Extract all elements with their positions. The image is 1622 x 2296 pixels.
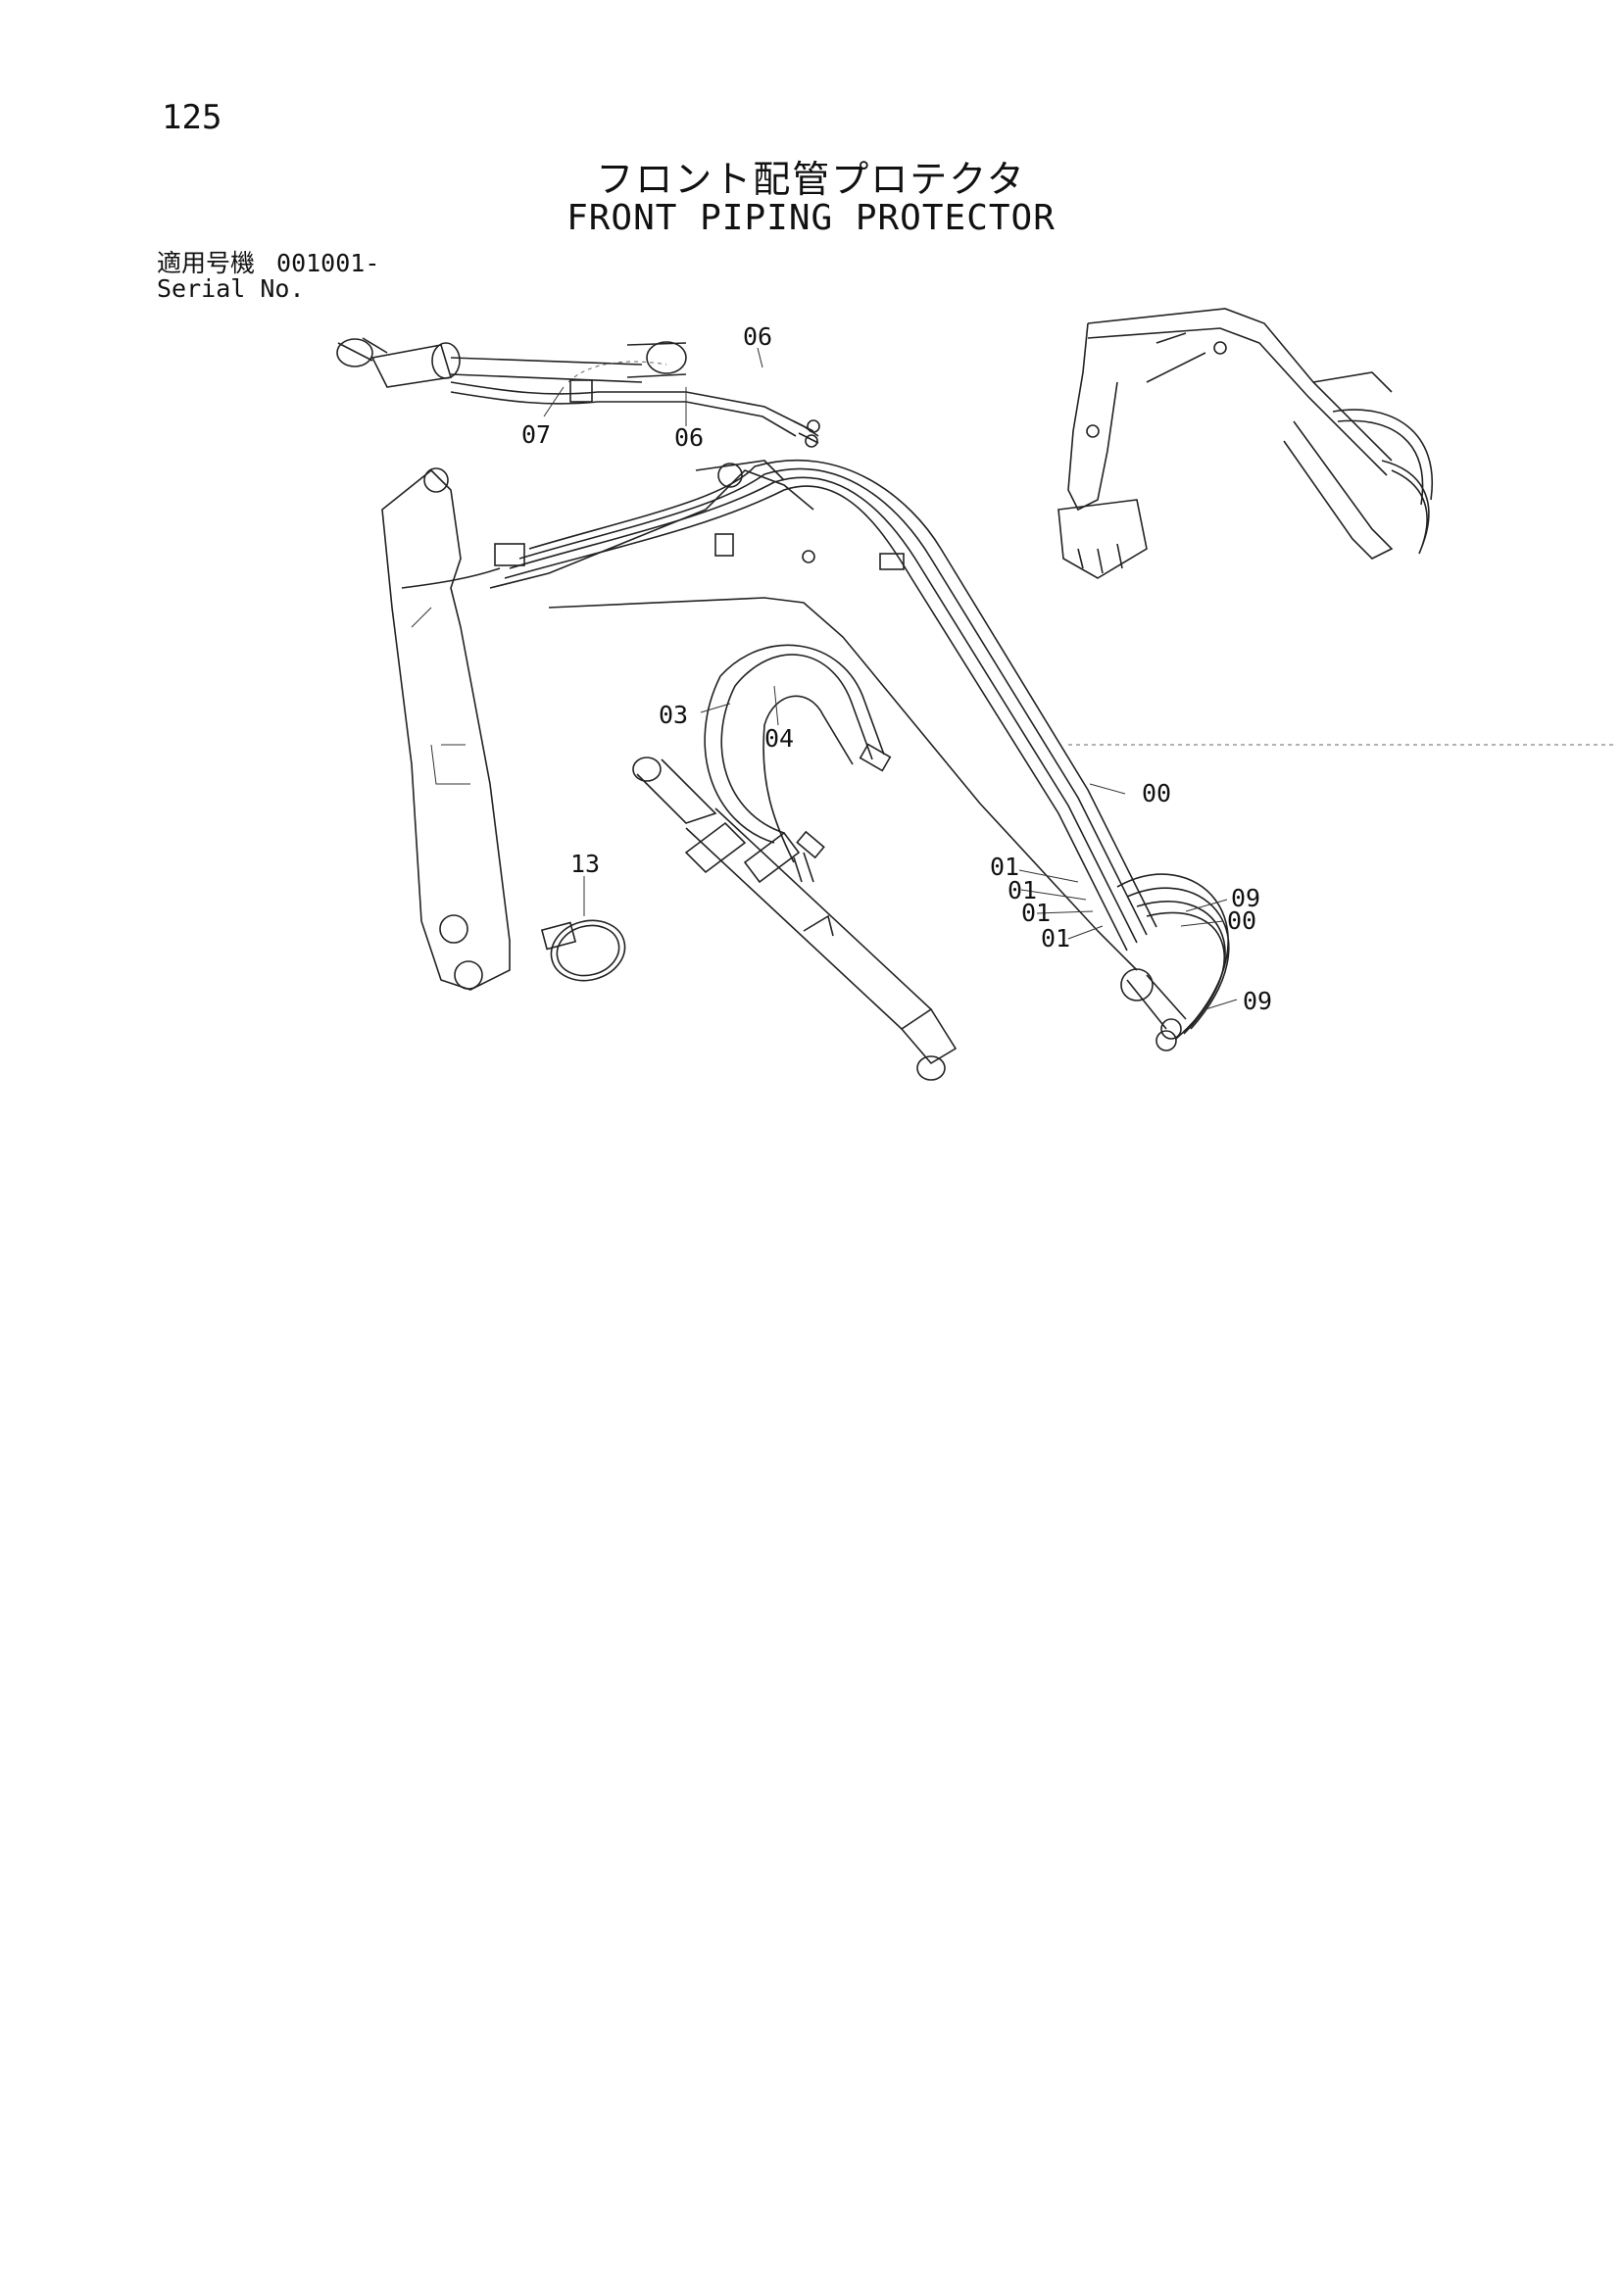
page-title-japanese: フロント配管プロテクタ [596,158,1026,201]
callout-04: 04 [764,724,794,753]
page-number: 125 [162,98,222,137]
callout-01d: 01 [1041,924,1070,953]
boom [381,467,511,991]
callout-00b: 00 [1227,906,1256,935]
pipe-assembly-top [336,337,820,448]
callout-07: 07 [521,420,551,449]
excavator-thumbnail [1057,308,1434,579]
page-title-english: FRONT PIPING PROTECTOR [566,198,1056,238]
hydraulic-cylinder [632,757,958,1081]
serial-label-english: Serial No. [157,274,305,303]
callouts: 06 07 06 03 04 13 00 01 01 01 01 09 00 0… [521,322,1272,1015]
serial-label-japanese: 適用号機 [157,249,256,277]
callout-09b: 09 [1243,987,1272,1015]
callout-01b: 01 [1008,876,1037,904]
arm-with-pipes [489,460,1617,1051]
serial-value: 001001- [276,249,380,277]
band-clamp [540,919,626,982]
callout-00a: 00 [1142,779,1171,807]
leader-lines [543,347,1238,1010]
callout-13: 13 [570,850,600,878]
callout-01c: 01 [1021,899,1051,927]
serial-block: 適用号機 001001- Serial No. [157,251,379,302]
callout-09a: 09 [1231,884,1260,912]
callout-06b: 06 [674,423,704,452]
callout-03: 03 [659,701,688,729]
hose-loop [704,644,892,883]
callout-06a: 06 [743,322,772,351]
callout-01a: 01 [990,853,1019,881]
